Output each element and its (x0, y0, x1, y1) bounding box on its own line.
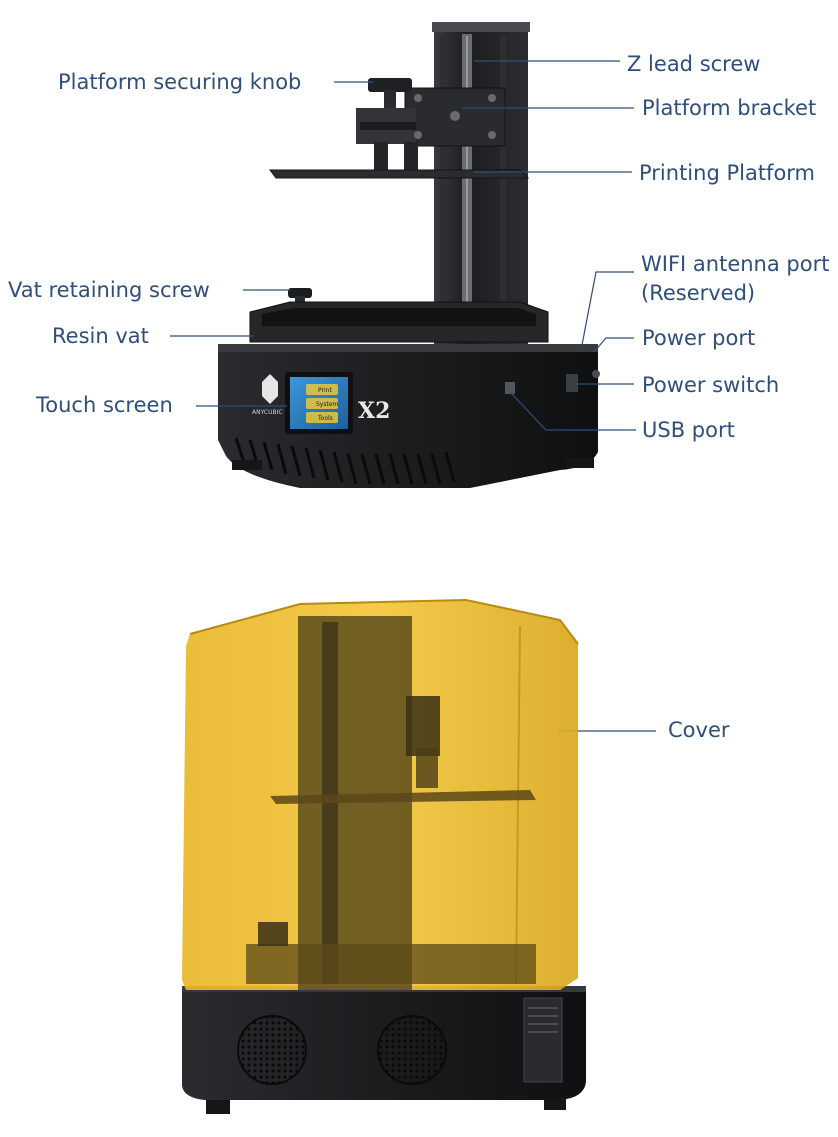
spec-label (523, 997, 563, 1083)
label-cover: Cover (668, 718, 730, 742)
usb-port-shape (505, 382, 515, 394)
label-power-switch: Power switch (642, 373, 779, 397)
brand-logo (262, 374, 278, 404)
label-printing-platform: Printing Platform (639, 161, 815, 185)
svg-text:System: System (316, 401, 339, 408)
power-port-shape (592, 370, 600, 378)
label-power-port: Power port (642, 326, 755, 350)
model-mark: X2 (358, 398, 390, 424)
securing-knob-shape (368, 78, 412, 92)
leader-lines (170, 60, 656, 732)
fan-grille-left (237, 1015, 307, 1085)
power-switch-shape (566, 374, 578, 392)
svg-text:Tools: Tools (317, 415, 333, 422)
printer-bottom (182, 598, 586, 1114)
labels: Platform securing knob Z lead screw Plat… (8, 52, 829, 742)
column-cap (432, 22, 530, 32)
label-wifi-antenna-port: WIFI antenna port (641, 252, 829, 276)
label-z-lead-screw: Z lead screw (627, 52, 760, 76)
printer-top: ANYCUBIC Print System Tools X2 (218, 22, 600, 488)
label-platform-securing-knob: Platform securing knob (58, 70, 301, 94)
label-vat-retaining-screw: Vat retaining screw (8, 278, 210, 302)
touch-screen-menu: Print System Tools (306, 384, 339, 423)
fan-grille-right (377, 1015, 447, 1085)
label-usb-port: USB port (642, 418, 735, 442)
vat-screw-shape (288, 288, 312, 298)
brand-mark: ANYCUBIC (252, 409, 283, 416)
printing-platform-shape (269, 169, 530, 179)
label-wifi-reserved: (Reserved) (641, 281, 755, 305)
svg-text:Print: Print (318, 387, 332, 394)
label-touch-screen: Touch screen (35, 393, 173, 417)
label-resin-vat: Resin vat (52, 324, 149, 348)
z-axis-column (434, 24, 528, 344)
label-platform-bracket: Platform bracket (642, 96, 816, 120)
